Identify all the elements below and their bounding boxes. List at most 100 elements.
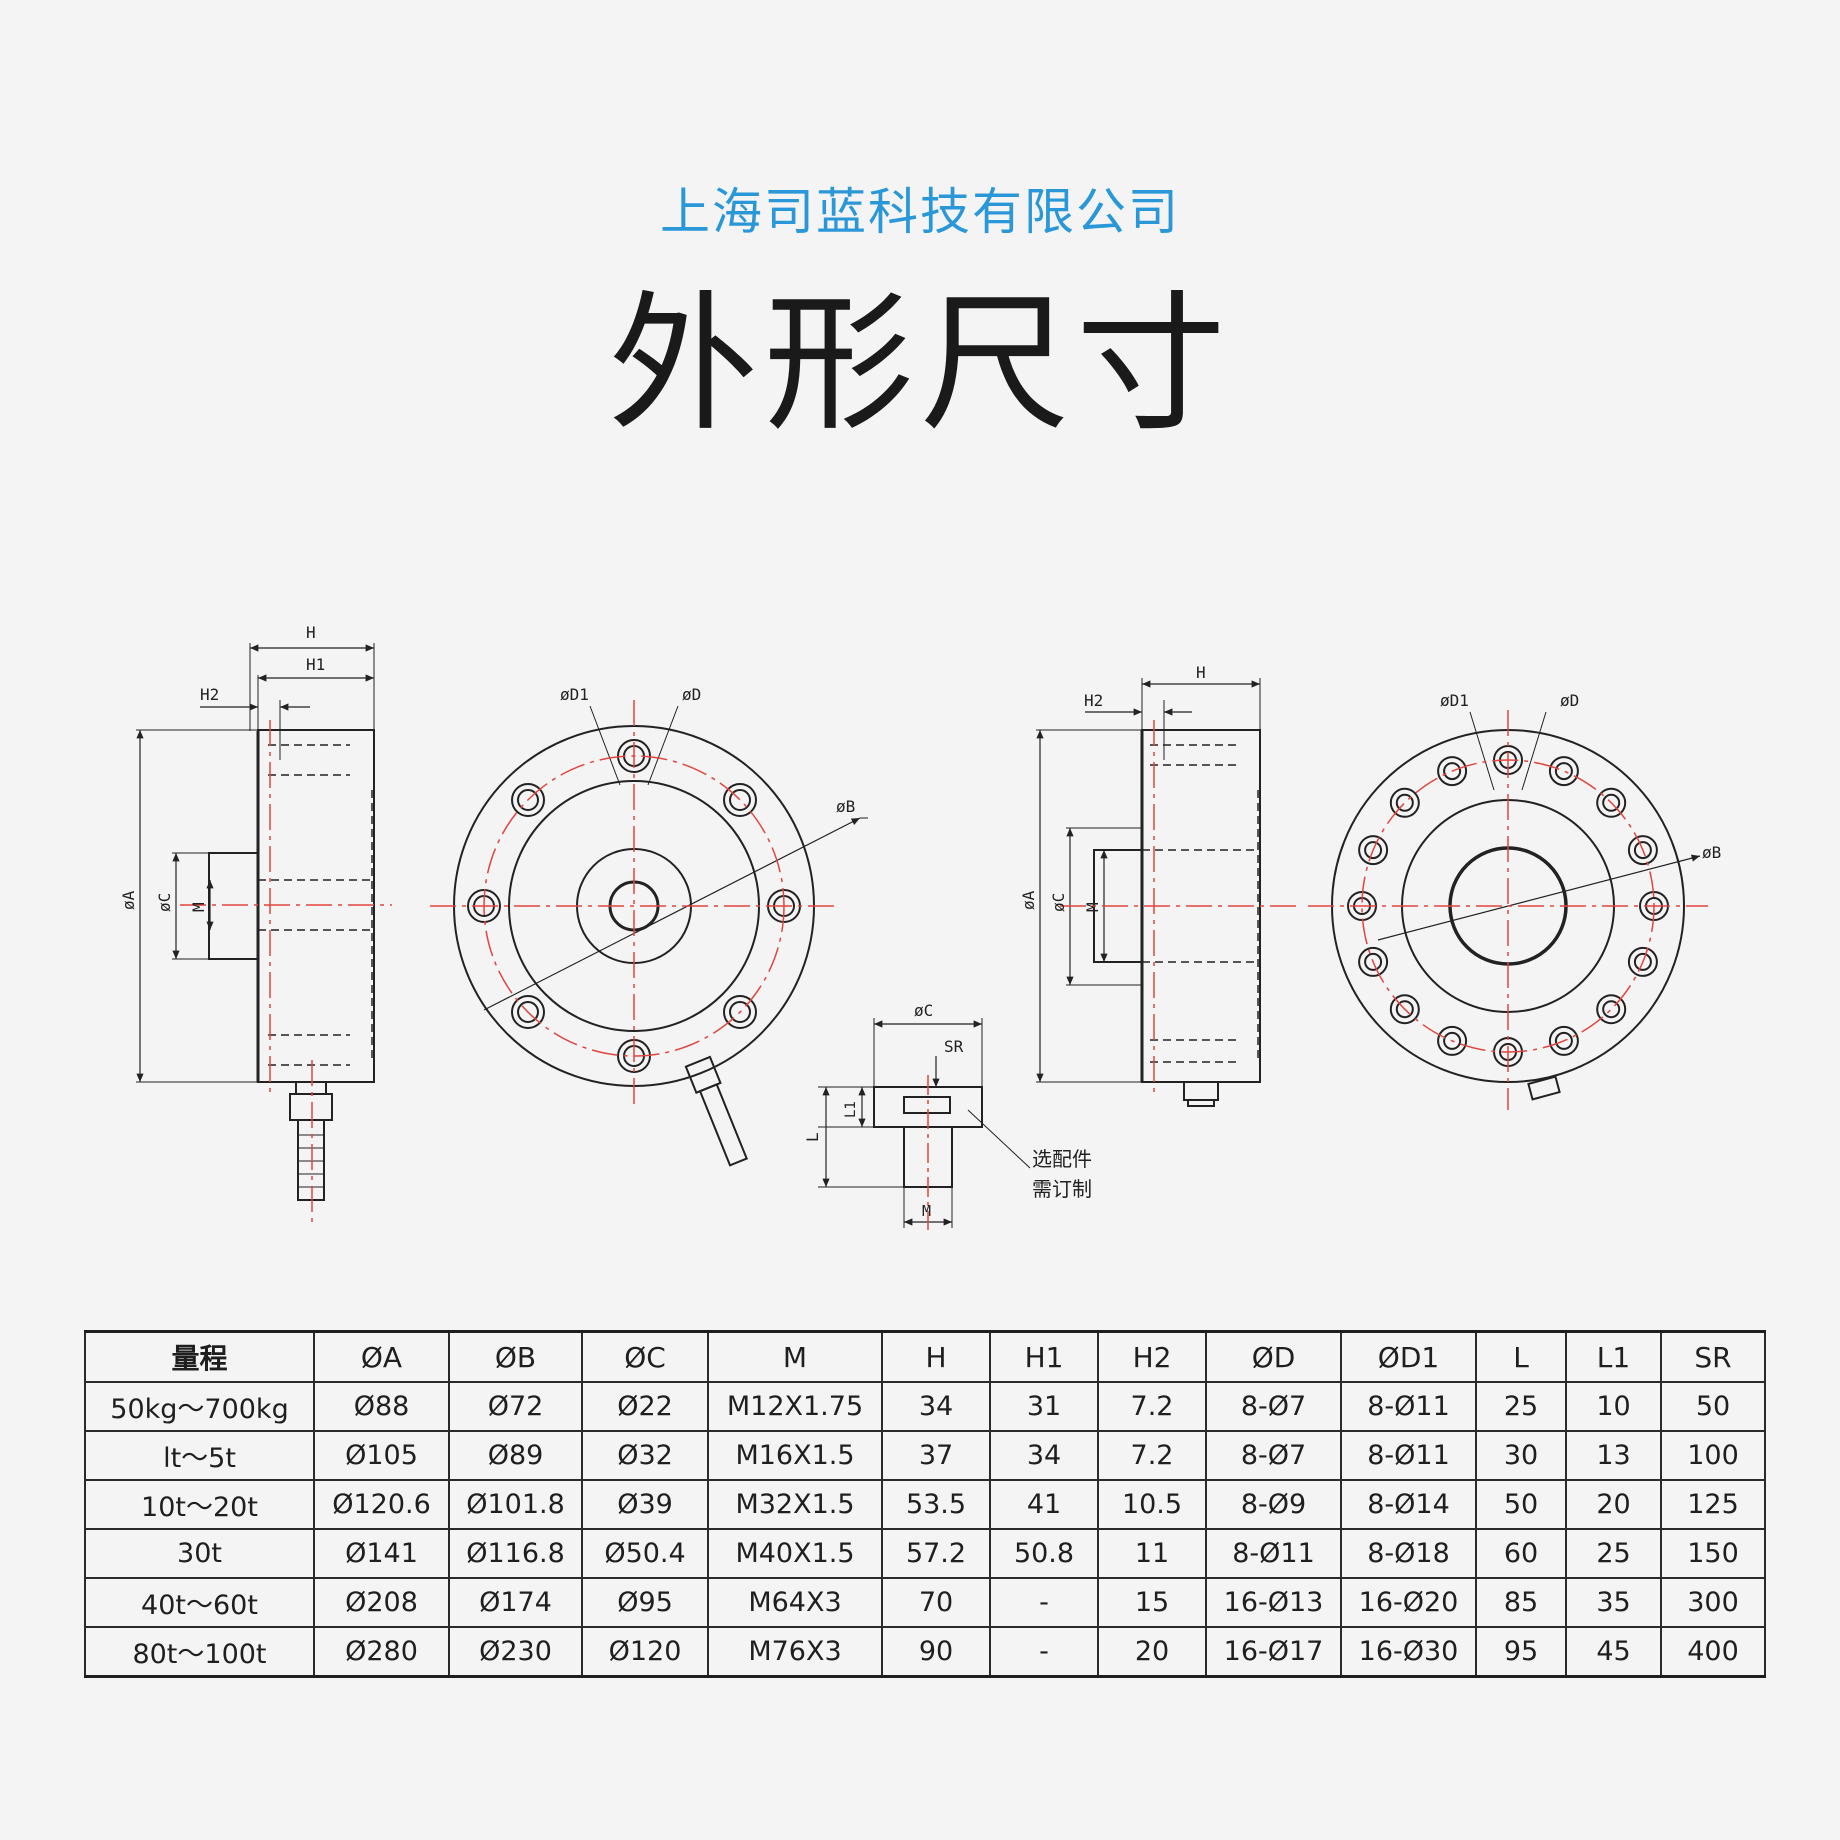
table-cell: Ø141 bbox=[313, 1528, 450, 1579]
table-cell: 8-Ø11 bbox=[1340, 1430, 1477, 1481]
table-cell: 50 bbox=[1660, 1381, 1766, 1432]
table-cell: Ø280 bbox=[313, 1626, 450, 1678]
bolt-hole bbox=[1548, 756, 1579, 787]
table-cell: Ø39 bbox=[581, 1479, 709, 1530]
table-cell: 8-Ø9 bbox=[1205, 1479, 1342, 1530]
table-cell: lt～5t bbox=[84, 1430, 315, 1481]
table-cell: 85 bbox=[1475, 1577, 1567, 1628]
label-phiD-v5: øD bbox=[1560, 691, 1579, 710]
table-header-cell: L1 bbox=[1565, 1330, 1662, 1383]
table-cell: 8-Ø7 bbox=[1205, 1381, 1342, 1432]
table-cell: - bbox=[989, 1626, 1099, 1678]
centerlines-view5 bbox=[1308, 710, 1708, 1110]
centerlines-view2 bbox=[430, 700, 838, 1110]
bolt-hole bbox=[1358, 946, 1389, 977]
label-M-acc: M bbox=[922, 1202, 931, 1220]
table-cell: 30 bbox=[1475, 1430, 1567, 1481]
label-H1: H1 bbox=[306, 655, 325, 674]
bolt-hole bbox=[1633, 841, 1652, 860]
label-phiA: øA bbox=[119, 890, 138, 910]
table-cell: 35 bbox=[1565, 1577, 1662, 1628]
table-cell: Ø208 bbox=[313, 1577, 450, 1628]
table-header-cell: 量程 bbox=[84, 1330, 315, 1383]
bolt-hole bbox=[1627, 835, 1658, 866]
table-cell: 300 bbox=[1660, 1577, 1766, 1628]
table-cell: 57.2 bbox=[881, 1528, 991, 1579]
bolt-hole bbox=[1554, 1031, 1573, 1050]
table-cell: 10 bbox=[1565, 1381, 1662, 1432]
table-cell: Ø50.4 bbox=[581, 1528, 709, 1579]
table-cell: 31 bbox=[989, 1381, 1099, 1432]
label-H: H bbox=[306, 623, 316, 642]
table-header-cell: L bbox=[1475, 1330, 1567, 1383]
label-phiC-v4: øC bbox=[1049, 893, 1068, 912]
bolt-hole bbox=[1364, 952, 1383, 971]
label-phiC-acc: øC bbox=[914, 1001, 933, 1020]
table-cell: M32X1.5 bbox=[707, 1479, 883, 1530]
table-cell: 70 bbox=[881, 1577, 991, 1628]
table-header-cell: ØD bbox=[1205, 1330, 1342, 1383]
label-phiD1-v2: øD1 bbox=[560, 685, 589, 704]
label-L: L bbox=[803, 1132, 822, 1142]
table-cell: M64X3 bbox=[707, 1577, 883, 1628]
company-name: 上海司蓝科技有限公司 bbox=[660, 183, 1180, 241]
table-cell: Ø116.8 bbox=[448, 1528, 583, 1579]
table-cell: 90 bbox=[881, 1626, 991, 1678]
table-cell: Ø101.8 bbox=[448, 1479, 583, 1530]
table-cell: 16-Ø30 bbox=[1340, 1626, 1477, 1678]
table-cell: 150 bbox=[1660, 1528, 1766, 1579]
table-cell: 7.2 bbox=[1097, 1430, 1207, 1481]
table-cell: 16-Ø17 bbox=[1205, 1626, 1342, 1678]
table-cell: 20 bbox=[1565, 1479, 1662, 1530]
accessory-view bbox=[818, 1018, 1031, 1228]
table-cell: 50kg～700kg bbox=[84, 1381, 315, 1432]
bolt-hole bbox=[1602, 793, 1621, 812]
table-cell: 15 bbox=[1097, 1577, 1207, 1628]
bolt-hole bbox=[1596, 787, 1627, 818]
table-cell: 16-Ø20 bbox=[1340, 1577, 1477, 1628]
label-phiD-v2: øD bbox=[682, 685, 701, 704]
table-cell: Ø89 bbox=[448, 1430, 583, 1481]
table-cell: 95 bbox=[1475, 1626, 1567, 1678]
side-view-large bbox=[1036, 678, 1261, 1107]
table-cell: 125 bbox=[1660, 1479, 1766, 1530]
table-cell: M40X1.5 bbox=[707, 1528, 883, 1579]
bolt-hole bbox=[1437, 1025, 1468, 1056]
table-cell: 34 bbox=[881, 1381, 991, 1432]
label-H-v4: H bbox=[1196, 663, 1206, 682]
table-header-cell: SR bbox=[1660, 1330, 1766, 1383]
table-header-cell: ØD1 bbox=[1340, 1330, 1477, 1383]
table-header-cell: H2 bbox=[1097, 1330, 1207, 1383]
table-cell: Ø95 bbox=[581, 1577, 709, 1628]
front-view-8-holes bbox=[453, 705, 868, 1167]
bolt-hole bbox=[1364, 841, 1383, 860]
bolt-hole bbox=[1443, 762, 1462, 781]
table-cell: 20 bbox=[1097, 1626, 1207, 1678]
table-cell: 37 bbox=[881, 1430, 991, 1481]
table-cell: 100 bbox=[1660, 1430, 1766, 1481]
bolt-hole bbox=[1554, 762, 1573, 781]
label-H2: H2 bbox=[200, 685, 219, 704]
accessory-note-line2: 需订制 bbox=[1032, 1177, 1092, 1201]
table-cell: 7.2 bbox=[1097, 1381, 1207, 1432]
table-cell: Ø105 bbox=[313, 1430, 450, 1481]
side-view-small bbox=[136, 643, 375, 1201]
table-cell: Ø174 bbox=[448, 1577, 583, 1628]
table-header-cell: M bbox=[707, 1330, 883, 1383]
table-cell: 40t～60t bbox=[84, 1577, 315, 1628]
label-H2-v4: H2 bbox=[1084, 691, 1103, 710]
label-phiB-v2: øB bbox=[836, 797, 855, 816]
bolt-hole bbox=[1389, 994, 1420, 1025]
label-phiD1-v5: øD1 bbox=[1440, 691, 1469, 710]
dimension-drawing: H H1 H2 øA øC M øD1 bbox=[119, 623, 1721, 1230]
table-cell: Ø32 bbox=[581, 1430, 709, 1481]
bolt-hole bbox=[1395, 1000, 1414, 1019]
table-cell: 30t bbox=[84, 1528, 315, 1579]
table-cell: Ø120 bbox=[581, 1626, 709, 1678]
table-cell: 25 bbox=[1565, 1528, 1662, 1579]
table-cell: Ø22 bbox=[581, 1381, 709, 1432]
